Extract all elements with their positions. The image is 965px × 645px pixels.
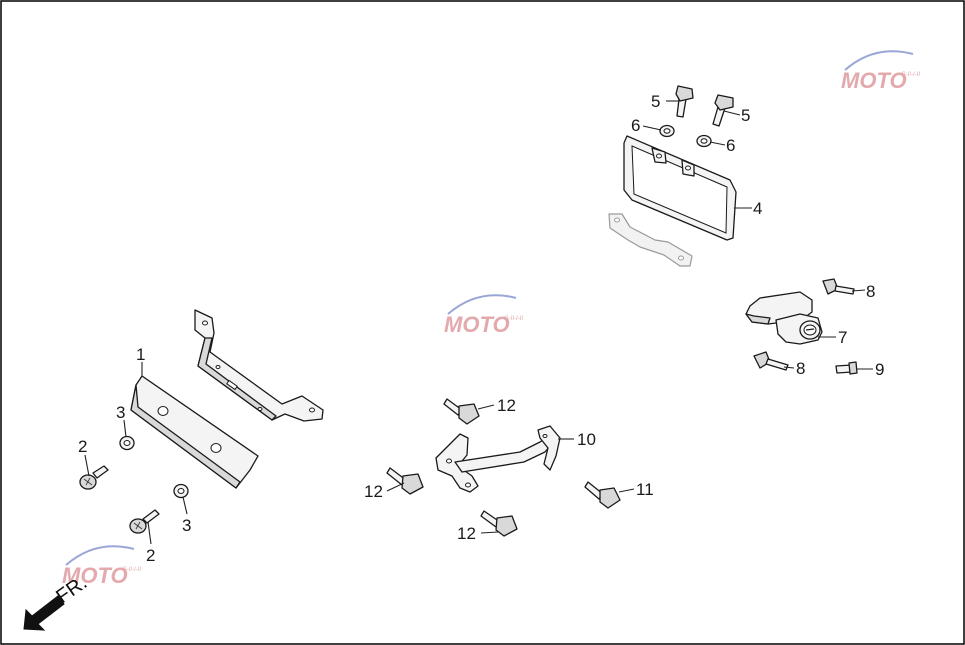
callout-labels: 1 2 2 3 3 4 5 5 6 6 7 8 8 9 10 11 12 12 … [78, 92, 884, 565]
leader-lines [84, 100, 873, 545]
part-10-bracket [435, 425, 561, 493]
callout-4: 4 [753, 199, 762, 218]
arrow-down-left-icon [23, 595, 65, 631]
callout-12: 12 [364, 482, 383, 501]
svg-text:G-II-I-II: G-II-I-II [504, 316, 523, 322]
part-12-bolt [443, 398, 480, 425]
svg-text:MOTO: MOTO [841, 68, 907, 93]
svg-text:G-II-I-II: G-II-I-II [901, 72, 920, 78]
callout-11: 11 [636, 480, 654, 499]
part-1-rear-bracket [194, 309, 324, 422]
part-2-screw [129, 509, 160, 534]
callout-6: 6 [631, 116, 640, 135]
callout-8: 8 [796, 359, 805, 378]
callout-7: 7 [838, 328, 847, 347]
moto-logo-watermark: MOTO G-II-I-II [841, 50, 920, 93]
callout-3: 3 [116, 403, 125, 422]
callout-5: 5 [741, 106, 750, 125]
callout-12: 12 [497, 396, 516, 415]
part-12-bolt [386, 467, 424, 495]
callout-9: 9 [875, 360, 884, 379]
callout-3: 3 [182, 516, 191, 535]
part-5-bolt [712, 94, 734, 127]
part-3-washer [119, 435, 135, 451]
moto-logo-watermark: MOTO G-II-I-II [444, 294, 523, 337]
callout-2: 2 [146, 546, 155, 565]
callout-2: 2 [78, 437, 87, 456]
part-8-bolt [822, 278, 855, 295]
part-6-washer [696, 134, 712, 148]
moto-logo-watermark: MOTO G-II-I-II [62, 545, 141, 588]
callout-8: 8 [866, 282, 875, 301]
part-2-screw [79, 465, 109, 490]
svg-text:MOTO: MOTO [62, 563, 128, 588]
part-4-mounting-strip [608, 213, 693, 267]
part-11-bolt [584, 481, 621, 509]
part-8-bolt [753, 351, 789, 371]
part-12-bolt [480, 510, 518, 537]
front-direction-indicator: FR. [23, 572, 91, 631]
part-9-screw [835, 361, 858, 375]
part-5-bolt [675, 85, 694, 118]
svg-text:MOTO: MOTO [444, 312, 510, 337]
part-1-plate-bracket [130, 375, 259, 489]
callout-12: 12 [457, 524, 476, 543]
svg-text:G-II-I-II: G-II-I-II [122, 567, 141, 573]
part-7-lock-housing [745, 291, 823, 345]
part-3-washer [173, 483, 189, 499]
part-4-plate-frame [623, 135, 737, 241]
callout-5: 5 [651, 92, 660, 111]
callout-10: 10 [577, 430, 596, 449]
part-6-washer [659, 124, 675, 138]
callout-1: 1 [136, 345, 145, 364]
callout-6: 6 [726, 136, 735, 155]
